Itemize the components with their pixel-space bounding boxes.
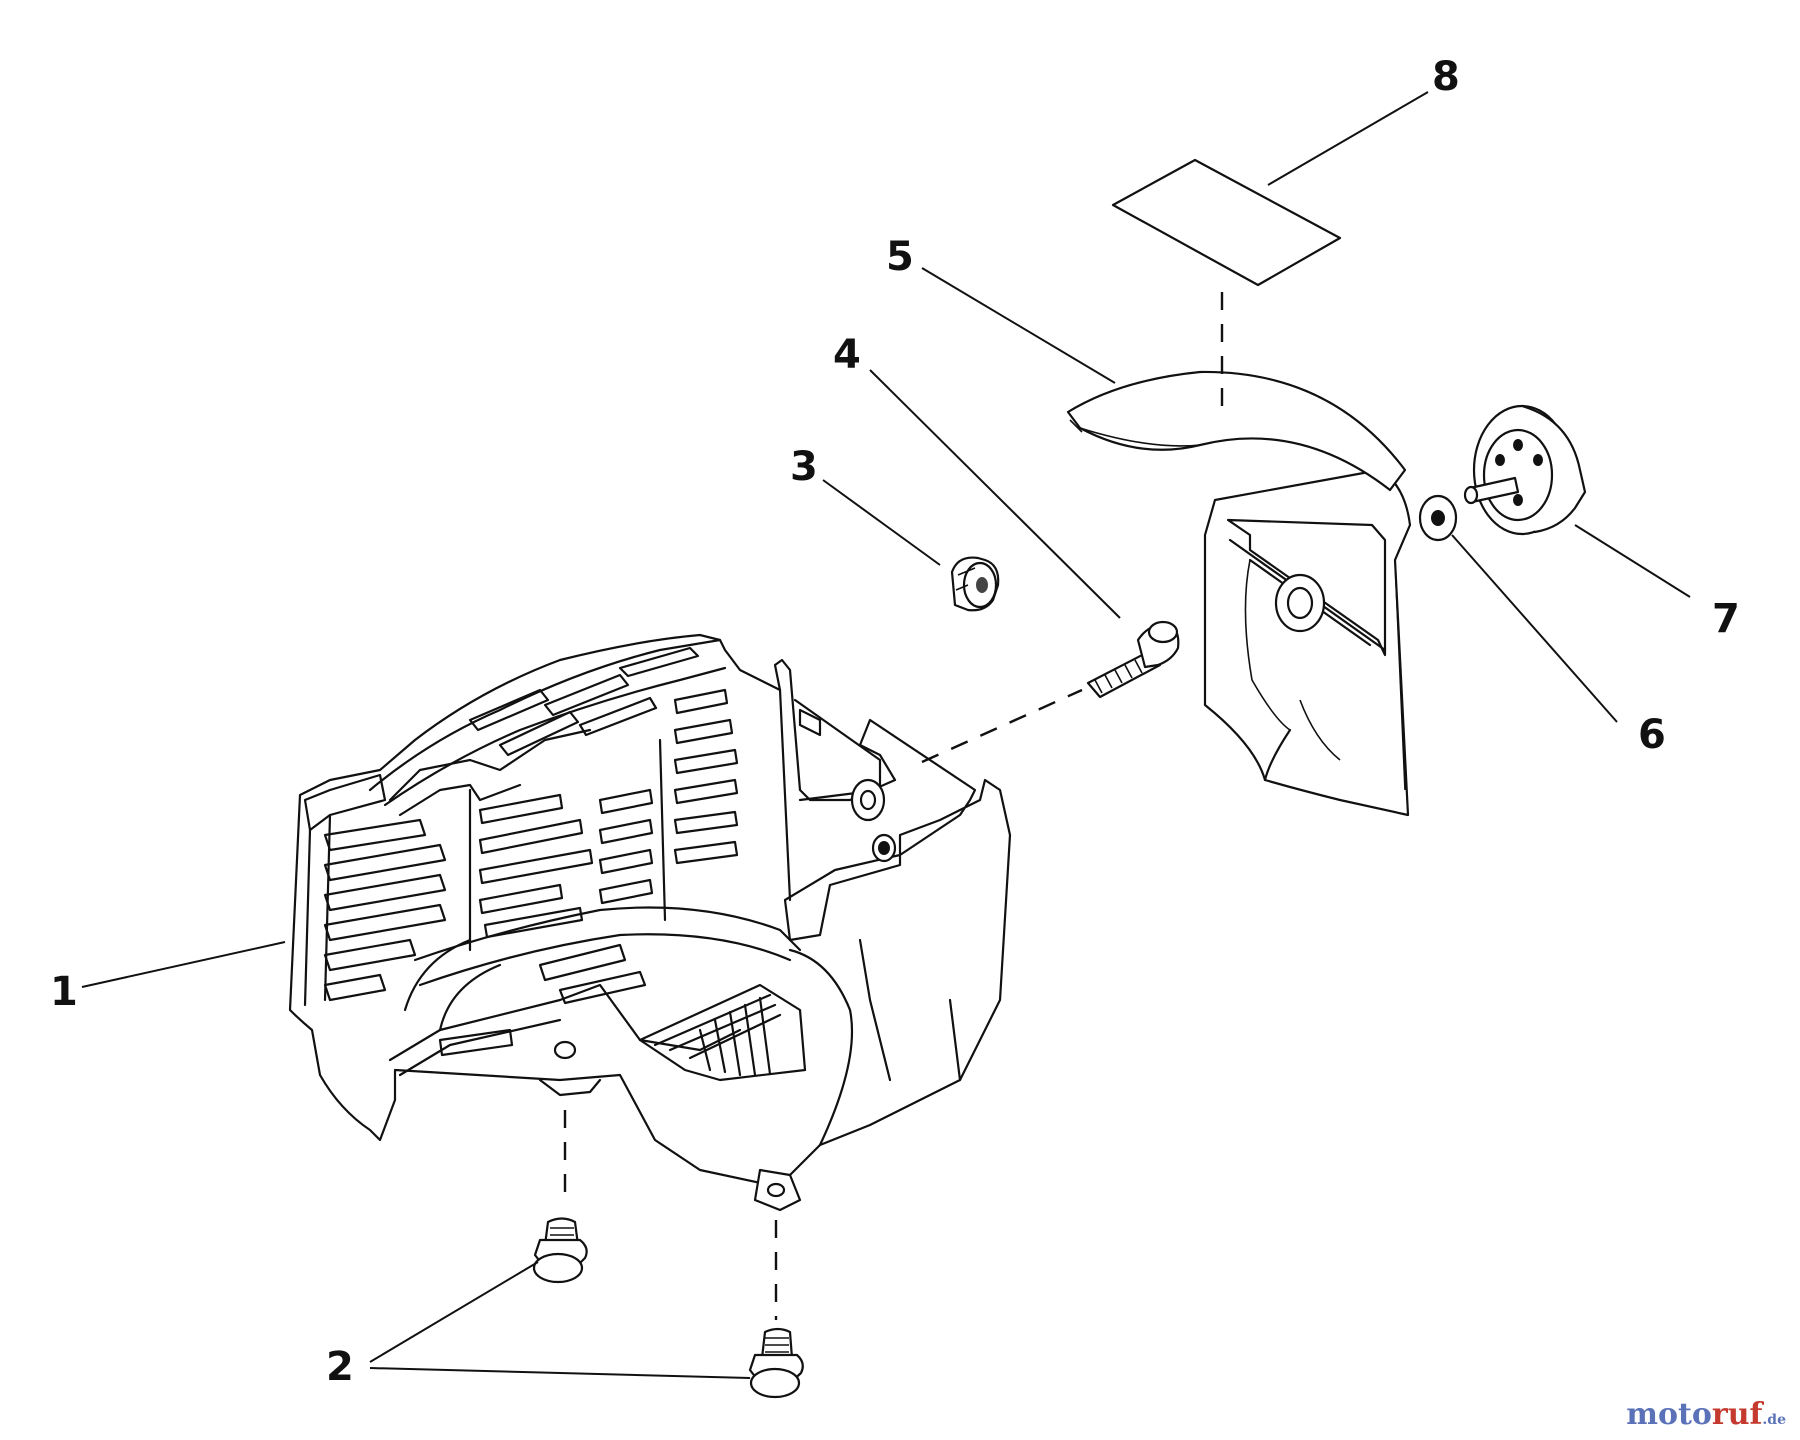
watermark-logo: motoruf.de — [1626, 1397, 1786, 1432]
front-vent-slots — [478, 688, 739, 939]
callout-8: 8 — [1432, 54, 1460, 100]
top-vent-slots — [468, 646, 700, 757]
part-1-cover-housing — [288, 633, 1012, 1212]
callout-6: 6 — [1638, 712, 1666, 758]
watermark-part3: .de — [1762, 1412, 1786, 1428]
part-8-decal — [1111, 158, 1342, 287]
callout-5: 5 — [886, 234, 914, 280]
lower-grille — [638, 983, 807, 1082]
callout-1: 1 — [50, 969, 78, 1015]
watermark-part1: moto — [1626, 1397, 1712, 1432]
part-7-knob — [1463, 404, 1587, 536]
part-2-screw-b — [748, 1327, 804, 1399]
part-5-top-cover — [1066, 370, 1412, 817]
part-4-bolt — [1086, 620, 1180, 699]
part-3-grommet — [950, 556, 1000, 612]
leader-lines — [81, 91, 1691, 1379]
callout-labels: 1 2 3 4 5 6 7 8 — [50, 54, 1740, 1390]
callout-7: 7 — [1712, 596, 1740, 642]
callout-4: 4 — [833, 332, 861, 378]
part-6-washer — [1418, 494, 1458, 542]
callout-2: 2 — [326, 1344, 354, 1390]
part-2-screw-a — [532, 1217, 588, 1284]
left-vent-slots — [323, 818, 447, 1002]
callout-3: 3 — [790, 444, 818, 490]
watermark-part2: ruf — [1711, 1397, 1763, 1432]
assembly-lines — [563, 292, 1224, 1320]
